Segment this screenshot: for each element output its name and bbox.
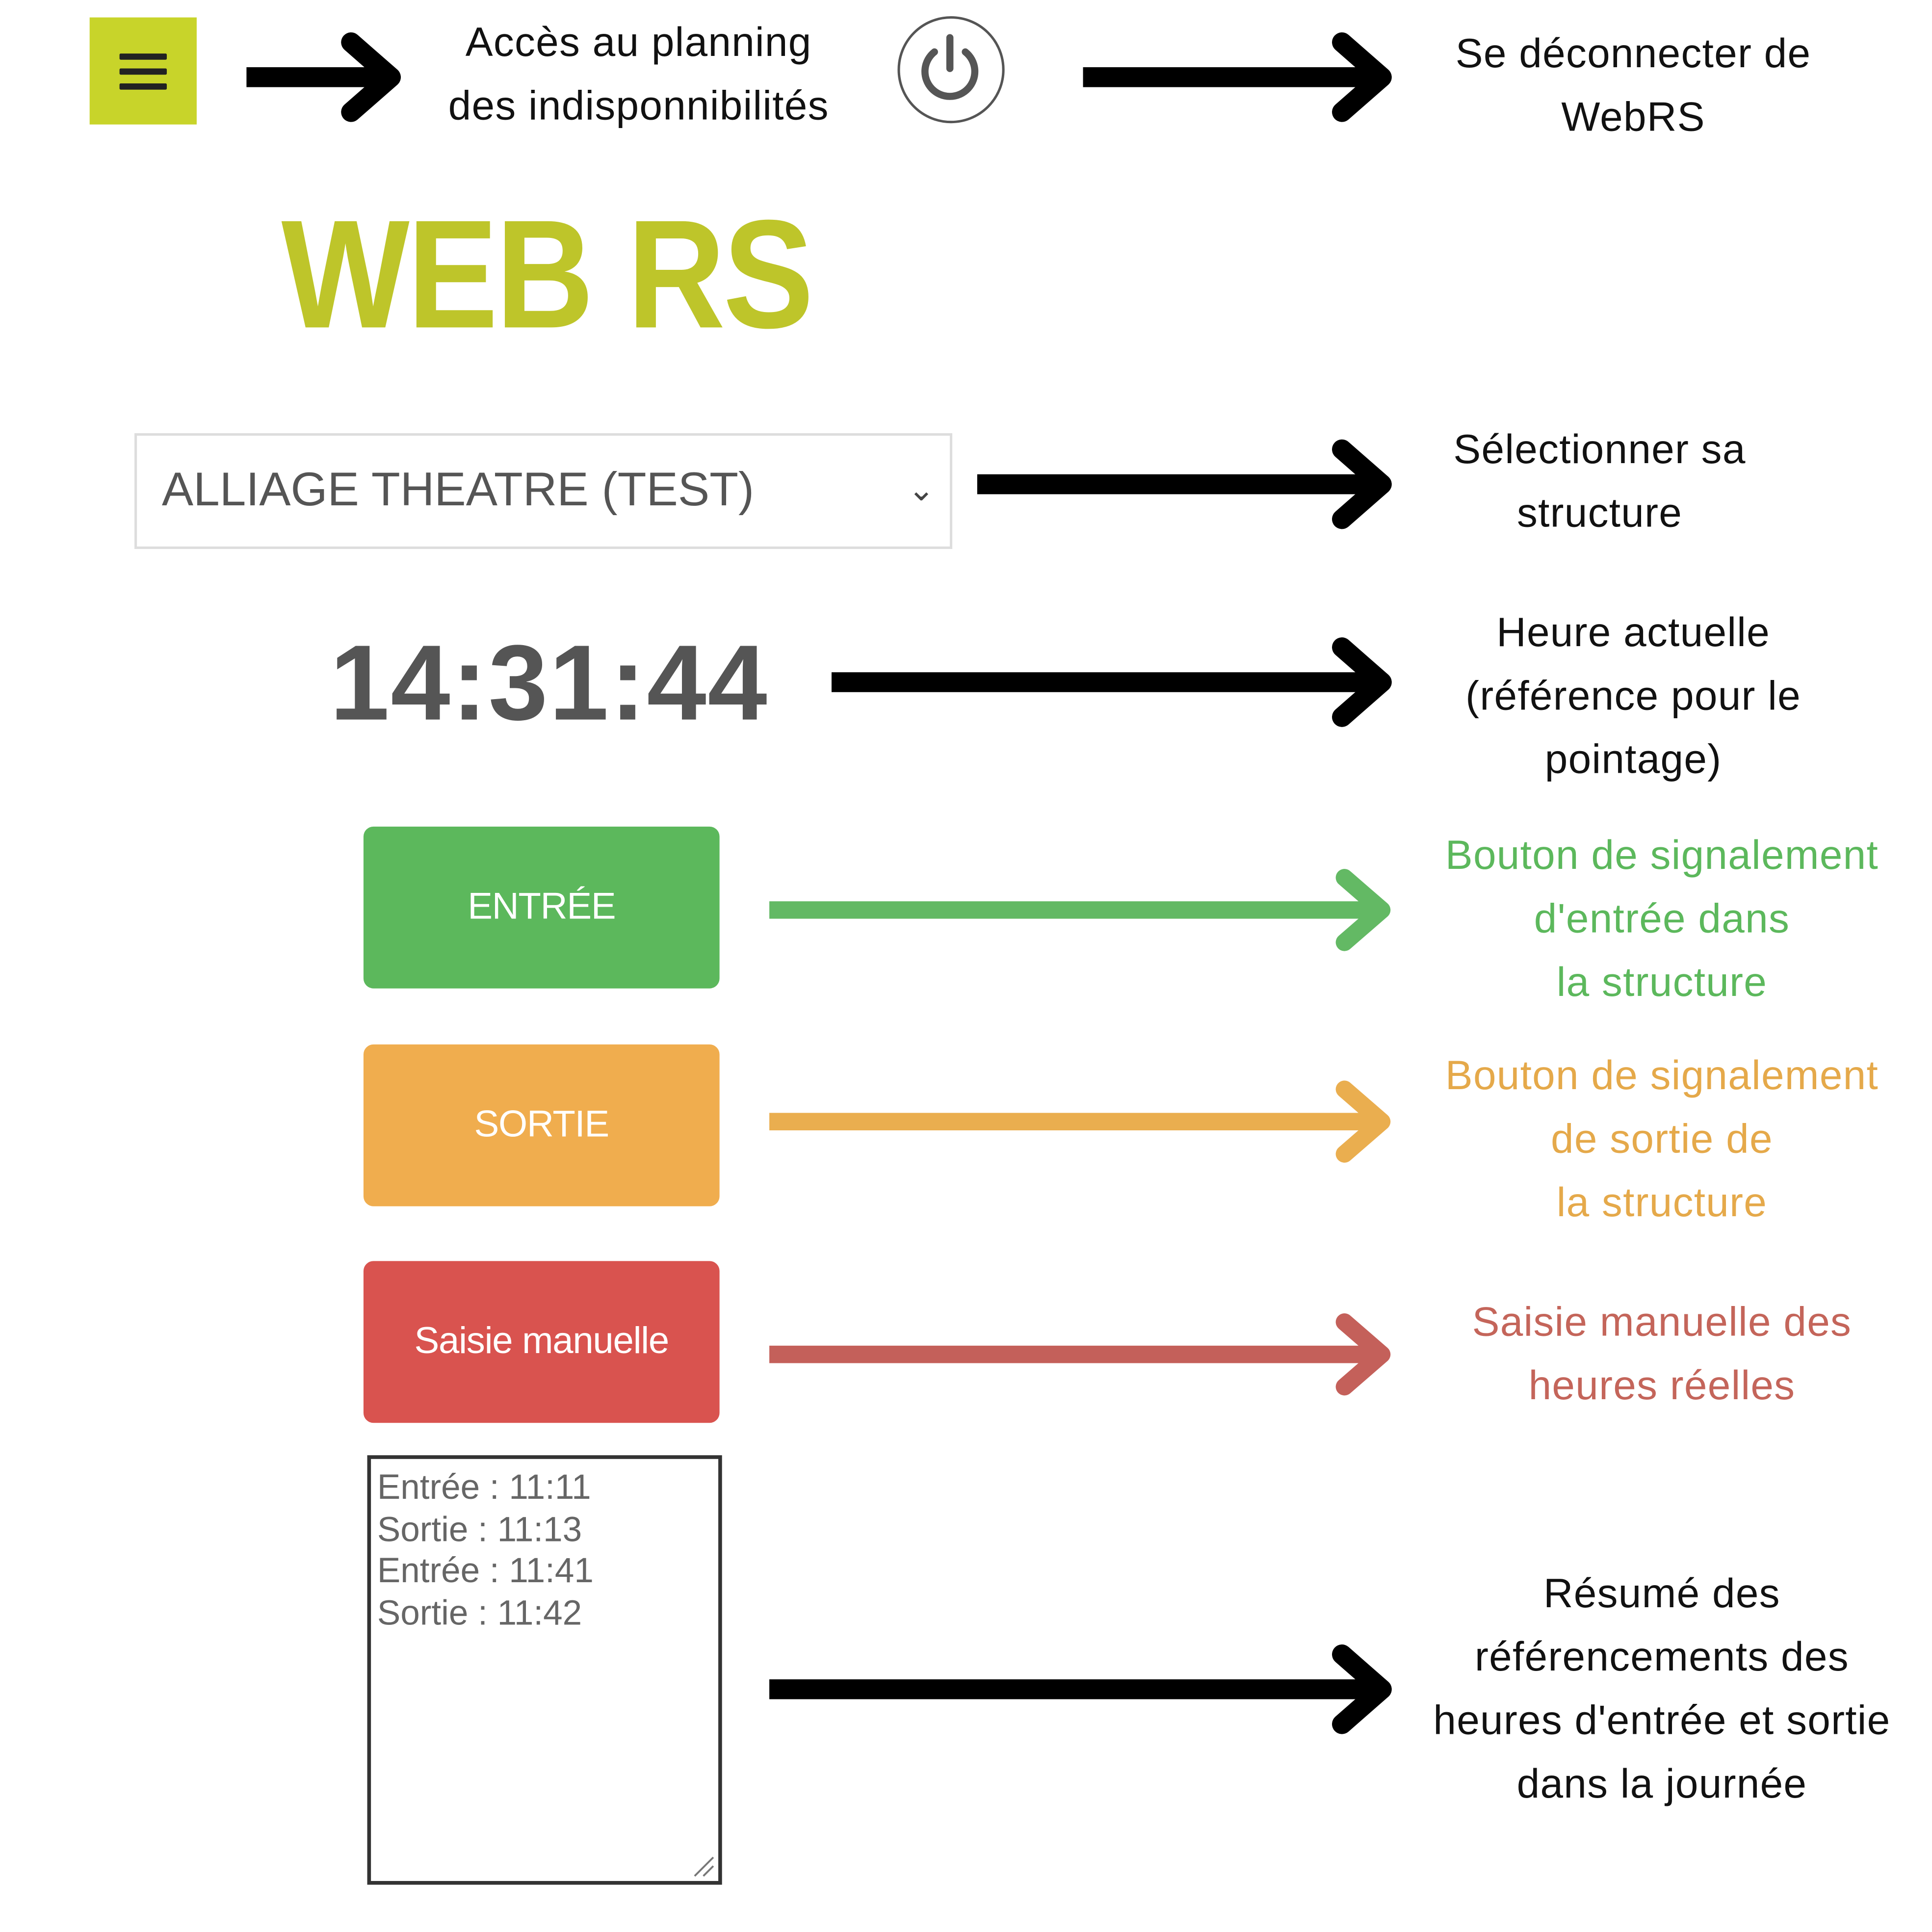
note-line: heures réelles bbox=[1528, 1361, 1796, 1408]
note-summary: Résumé des référencements des heures d'e… bbox=[1433, 1561, 1890, 1815]
power-icon bbox=[921, 34, 979, 100]
note-line: heures d'entrée et sortie bbox=[1433, 1697, 1891, 1743]
note-manual: Saisie manuelle des heures réelles bbox=[1472, 1290, 1852, 1417]
exit-button[interactable]: SORTIE bbox=[363, 1044, 720, 1206]
arrow-exit bbox=[769, 1080, 1391, 1163]
note-line: (référence pour le bbox=[1465, 672, 1801, 719]
note-line: de sortie de bbox=[1551, 1115, 1773, 1162]
chevron-down-icon: ⌄ bbox=[908, 470, 935, 508]
note-line: structure bbox=[1516, 489, 1683, 536]
note-exit: Bouton de signalement de sortie de la st… bbox=[1445, 1043, 1879, 1233]
note-menu: Accès au planning des indisponnibilités bbox=[448, 10, 829, 137]
summary-line: Sortie : 11:42 bbox=[377, 1593, 582, 1632]
arrow-summary bbox=[769, 1644, 1392, 1734]
note-line: Sélectionner sa bbox=[1453, 425, 1746, 472]
hamburger-line bbox=[119, 82, 167, 89]
note-line: dans la journée bbox=[1516, 1760, 1807, 1806]
note-line: d'entrée dans bbox=[1534, 895, 1790, 941]
manual-entry-button[interactable]: Saisie manuelle bbox=[363, 1261, 720, 1423]
current-time: 14:31:44 bbox=[330, 624, 769, 743]
structure-select-value: ALLIAGE THEATRE (TEST) bbox=[161, 464, 755, 517]
note-line: Heure actuelle bbox=[1496, 608, 1770, 655]
resize-handle-icon[interactable] bbox=[692, 1855, 715, 1878]
note-structure: Sélectionner sa structure bbox=[1453, 417, 1746, 544]
arrow-entry bbox=[769, 869, 1391, 951]
note-line: Accès au planning bbox=[465, 19, 812, 65]
note-line: Bouton de signalement bbox=[1445, 1052, 1879, 1098]
note-line: la structure bbox=[1556, 958, 1768, 1005]
note-line: Saisie manuelle des bbox=[1472, 1298, 1852, 1345]
summary-textarea[interactable]: Entrée : 11:11 Sortie : 11:13 Entrée : 1… bbox=[367, 1455, 722, 1885]
note-line: référencements des bbox=[1474, 1633, 1849, 1679]
note-entry: Bouton de signalement d'entrée dans la s… bbox=[1445, 823, 1879, 1013]
note-line: WebRS bbox=[1561, 93, 1705, 140]
arrow-manual bbox=[769, 1313, 1391, 1396]
hamburger-icon bbox=[119, 52, 167, 59]
note-line: Bouton de signalement bbox=[1445, 831, 1879, 878]
summary-line: Entrée : 11:11 bbox=[377, 1467, 591, 1507]
menu-button[interactable] bbox=[89, 17, 197, 125]
arrow-structure bbox=[977, 439, 1392, 529]
structure-select[interactable]: ALLIAGE THEATRE (TEST) ⌄ bbox=[134, 433, 953, 549]
summary-line: Entrée : 11:41 bbox=[377, 1551, 594, 1590]
note-line: des indisponnibilités bbox=[448, 82, 829, 129]
arrow-clock bbox=[831, 637, 1392, 727]
entry-button[interactable]: ENTRÉE bbox=[363, 826, 720, 989]
note-line: Résumé des bbox=[1543, 1569, 1780, 1616]
logout-button[interactable] bbox=[897, 16, 1005, 124]
hamburger-line bbox=[119, 68, 167, 74]
note-logout: Se déconnecter de WebRS bbox=[1456, 21, 1811, 148]
note-line: la structure bbox=[1556, 1178, 1768, 1225]
note-line: Se déconnecter de bbox=[1455, 29, 1811, 76]
note-clock: Heure actuelle (référence pour le pointa… bbox=[1465, 600, 1801, 790]
note-line: pointage) bbox=[1544, 735, 1722, 782]
summary-line: Sortie : 11:13 bbox=[377, 1509, 582, 1548]
arrow-logout bbox=[1083, 32, 1392, 122]
arrow-menu bbox=[246, 32, 401, 122]
app-logo: WEB RS bbox=[281, 189, 813, 361]
